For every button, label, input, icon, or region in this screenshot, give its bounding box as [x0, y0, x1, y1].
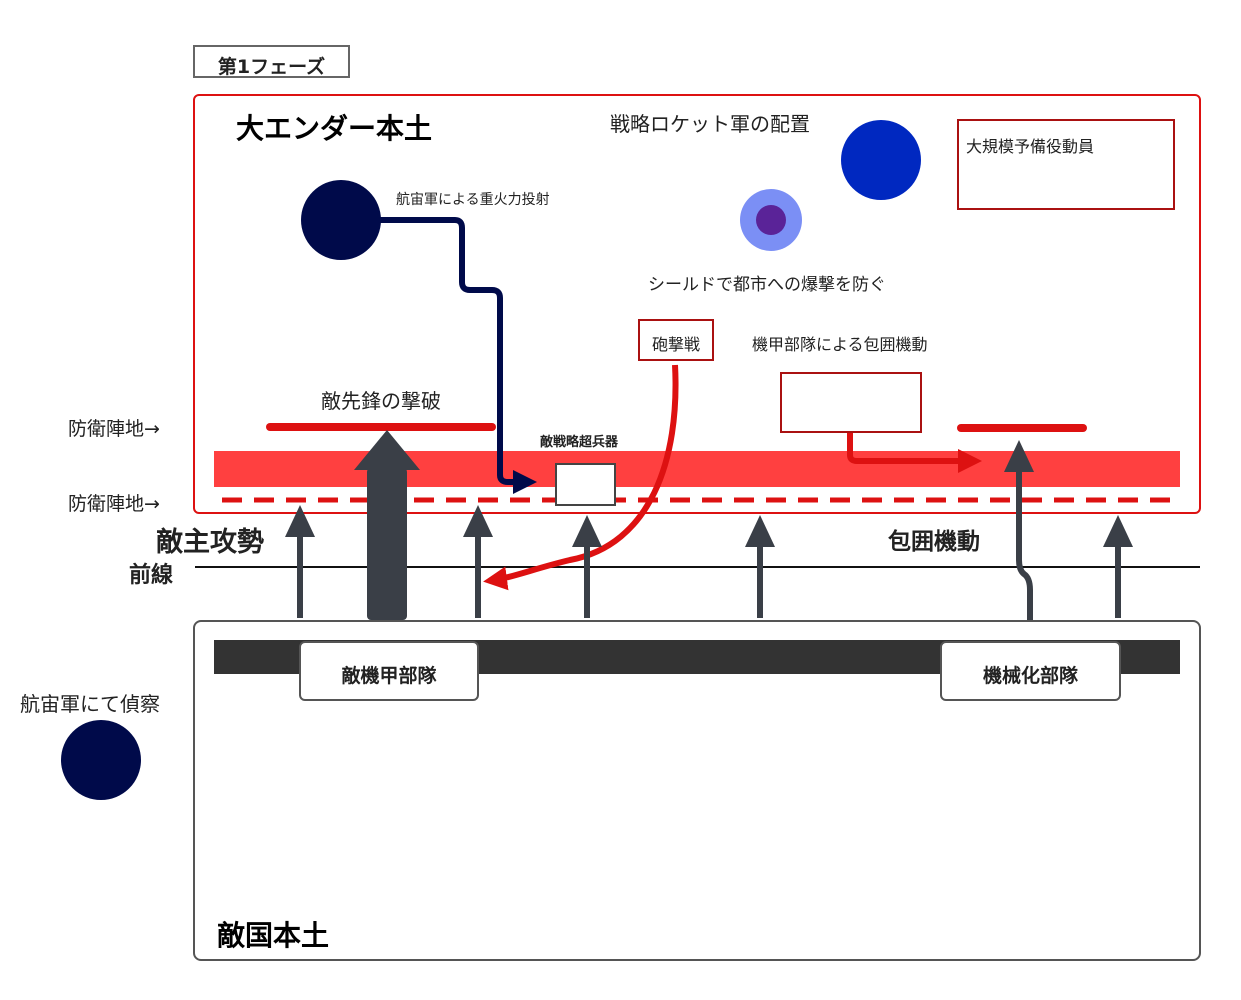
- reserve-label: 大規模予備役動員: [966, 137, 1095, 156]
- mechanized-advance-arrow: [1004, 440, 1034, 620]
- enemy-advance-arrow: [745, 515, 775, 618]
- shield-label: シールドで都市への爆撃を防ぐ: [648, 275, 886, 295]
- home-title: 大エンダー本土: [236, 112, 433, 145]
- rocket-circle: [841, 120, 921, 200]
- front-line-label: 前線: [129, 563, 174, 588]
- superweapon-box: [555, 463, 616, 506]
- encirclement-label: 包囲機動: [888, 529, 980, 555]
- mechanized-label: 機械化部隊: [982, 665, 1078, 687]
- defeat-vanguard-label: 敵先鋒の撃破: [321, 389, 441, 413]
- enemy-advance-arrow: [572, 515, 602, 618]
- home-territory-frame: [193, 94, 1201, 514]
- defense-label-lower: 防衛陣地→: [68, 493, 160, 515]
- enemy-advance-arrow: [285, 505, 315, 618]
- enemy-offensive-label: 敵主攻勢: [156, 527, 264, 558]
- artillery-label: 砲撃戦: [651, 335, 700, 354]
- enemy-territory-frame: [193, 620, 1201, 961]
- encirclement-arrow: [847, 433, 982, 473]
- artillery-box: 砲撃戦: [638, 319, 714, 361]
- artillery-arrow: [483, 364, 679, 591]
- reserve-box: 大規模予備役動員: [957, 119, 1175, 210]
- phase-label: 第1フェーズ: [217, 56, 326, 78]
- enemy-title: 敵国本土: [217, 919, 330, 952]
- fleet-circle: [301, 180, 381, 260]
- enemy-advance-arrow: [463, 505, 493, 618]
- recon-circle: [61, 720, 141, 800]
- shield-inner-circle: [756, 205, 786, 235]
- phase-label-box: 第1フェーズ: [193, 45, 350, 78]
- enemy-advance-arrow: [1103, 515, 1133, 618]
- armor-maneuver-label: 機甲部隊による包囲機動: [752, 335, 928, 354]
- fleet-fire-label: 航宙軍による重火力投射: [396, 192, 550, 208]
- main-offensive-arrow: [354, 430, 420, 620]
- superweapon-label: 敵戦略超兵器: [540, 435, 619, 450]
- mechanized-box: 機械化部隊: [940, 641, 1121, 701]
- enemy-armor-box: 敵機甲部隊: [299, 641, 479, 701]
- enemy-armor-label: 敵機甲部隊: [341, 665, 437, 687]
- defense-label-upper: 防衛陣地→: [68, 418, 160, 440]
- fleet-fire-arrow: [380, 217, 537, 494]
- recon-label: 航宙軍にて偵察: [20, 692, 160, 716]
- armor-unit-box: [780, 372, 922, 433]
- rocket-label: 戦略ロケット軍の配置: [610, 112, 810, 136]
